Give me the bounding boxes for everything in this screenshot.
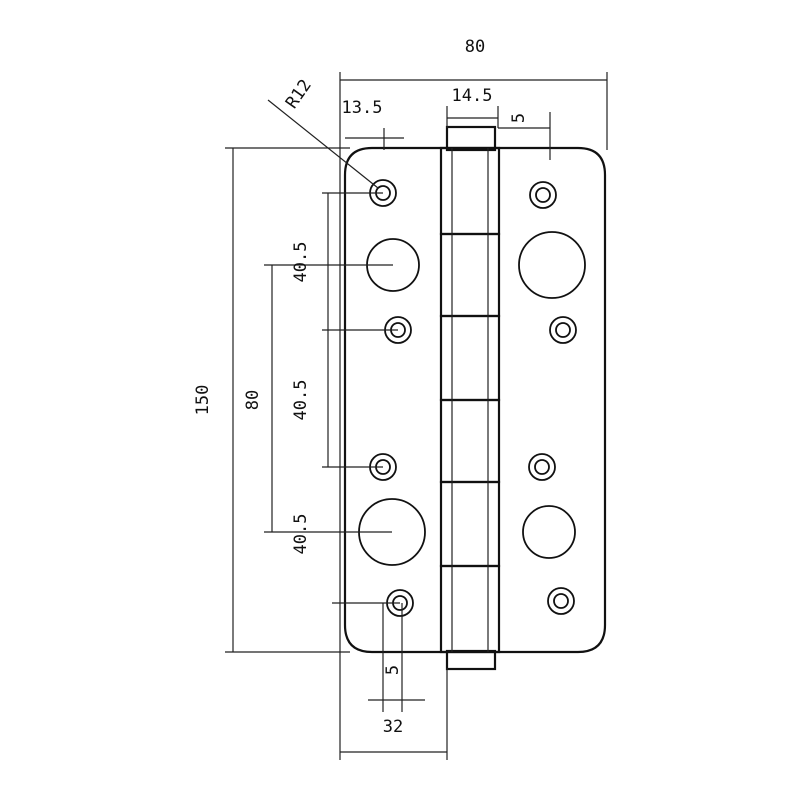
- dimension-lines: [225, 72, 608, 760]
- dim-label-hole-spacing-lower: 40.5: [291, 514, 311, 555]
- leader-line-radius: [267, 99, 379, 189]
- dim-label-hole-spacing-upper: 40.5: [291, 242, 311, 283]
- screw-hole: [553, 593, 569, 609]
- left-leaf-holes: [358, 179, 426, 617]
- dim-label-overall-width: 80: [465, 37, 485, 57]
- dim-label-overall-height: 150: [193, 385, 213, 416]
- dim-label-knuckle-width: 14.5: [452, 86, 493, 106]
- screw-hole: [534, 459, 550, 475]
- dimension-labels: 80 14.5 5 13.5 R12 150 80 40.5 40.5 40.5…: [193, 37, 529, 737]
- large-hole: [522, 505, 576, 559]
- hinge-plate-outline: [343, 146, 607, 654]
- knuckle-segment-4: [439, 398, 501, 484]
- dim-label-corner-radius: R12: [282, 76, 316, 113]
- hinge-knuckle: [439, 125, 501, 671]
- dim-label-edge-offset-top: 13.5: [342, 98, 383, 118]
- knuckle-pin-upper: [445, 125, 497, 152]
- dim-label-leaf-width: 32: [383, 717, 403, 737]
- screw-hole: [535, 187, 551, 203]
- knuckle-segment-2: [439, 232, 501, 318]
- knuckle-segment-6: [439, 564, 501, 654]
- knuckle-segment-5: [439, 480, 501, 568]
- dim-label-leaf-gap: 5: [509, 113, 529, 123]
- knuckle-pin-lower: [445, 649, 497, 671]
- dim-label-outer-hole-span: 80: [243, 390, 263, 410]
- dim-label-hole-spacing-middle: 40.5: [291, 380, 311, 421]
- screw-hole: [555, 322, 571, 338]
- right-leaf-holes: [518, 181, 586, 615]
- knuckle-segment-1: [439, 146, 501, 236]
- large-hole: [518, 231, 586, 299]
- knuckle-segment-3: [439, 314, 501, 402]
- dim-label-edge-offset-bottom: 5: [383, 665, 403, 675]
